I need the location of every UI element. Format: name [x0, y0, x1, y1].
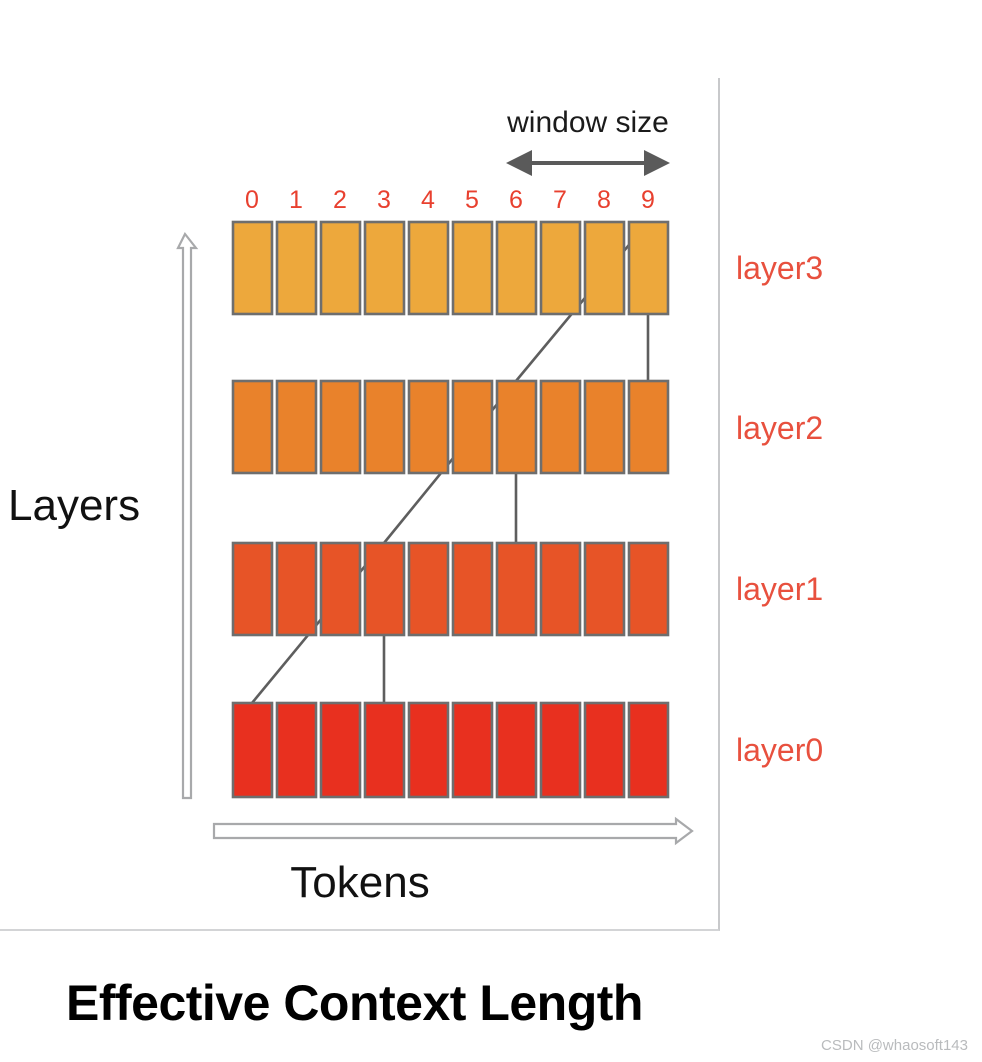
token-index-2: 2	[333, 186, 347, 214]
token-cell-layer0-0	[231, 701, 274, 799]
token-cell-layer2-3	[363, 379, 406, 475]
token-cell-layer2-0	[231, 379, 274, 475]
token-cell-layer2-5	[451, 379, 494, 475]
token-cell-layer1-7	[539, 541, 582, 637]
token-index-8: 8	[597, 186, 611, 214]
token-cell-layer3-4	[407, 220, 450, 316]
token-index-7: 7	[553, 186, 567, 214]
token-cell-layer0-8	[583, 701, 626, 799]
token-cell-layer2-8	[583, 379, 626, 475]
token-cell-layer0-6	[495, 701, 538, 799]
token-cell-layer0-7	[539, 701, 582, 799]
token-cell-layer3-3	[363, 220, 406, 316]
layer-label-layer3: layer3	[736, 250, 824, 286]
layer-row-layer2	[231, 379, 670, 475]
token-cell-layer0-4	[407, 701, 450, 799]
token-index-3: 3	[377, 186, 391, 214]
window-size-arrow-icon	[506, 150, 670, 176]
layer-row-layer1	[231, 541, 670, 637]
window-size-label: window size	[507, 106, 669, 139]
token-cell-layer1-0	[231, 541, 274, 637]
token-cell-layer3-7	[539, 220, 582, 316]
token-cell-layer0-3	[363, 701, 406, 799]
token-cell-layer1-2	[319, 541, 362, 637]
connector-layer1-to-layer2-diagonal	[382, 380, 518, 544]
figure-panel: 0 1 2 3 4 5 6 7 8 9 window size Layers T…	[0, 0, 720, 931]
token-cell-layer3-8	[583, 220, 626, 316]
layers-axis-arrow-icon	[176, 231, 199, 800]
figure-title: Effective Context Length	[66, 975, 643, 1031]
layer-row-layer3	[231, 220, 670, 316]
tokens-axis-arrow-icon	[212, 816, 694, 846]
layer-row-layer0	[231, 701, 670, 799]
tokens-axis-label: Tokens	[290, 858, 430, 907]
sliding-window-attention-diagram	[176, 150, 694, 846]
token-index-9: 9	[641, 186, 655, 214]
token-cell-layer2-9	[627, 379, 670, 475]
layers-axis-label: Layers	[8, 481, 141, 530]
token-index-1: 1	[289, 186, 303, 214]
layer-label-layer0: layer0	[736, 732, 824, 768]
token-cell-layer3-2	[319, 220, 362, 316]
token-cell-layer1-9	[627, 541, 670, 637]
token-cell-layer2-6	[495, 379, 538, 475]
token-cell-layer3-6	[495, 220, 538, 316]
layer-label-layer1: layer1	[736, 571, 824, 607]
token-cell-layer0-1	[275, 701, 318, 799]
token-index-0: 0	[245, 186, 259, 214]
token-cell-layer1-5	[451, 541, 494, 637]
token-cell-layer0-9	[627, 701, 670, 799]
token-cell-layer1-3	[363, 541, 406, 637]
token-cell-layer3-1	[275, 220, 318, 316]
token-index-5: 5	[465, 186, 479, 214]
token-cell-layer1-8	[583, 541, 626, 637]
token-cell-layer2-1	[275, 379, 318, 475]
token-index-4: 4	[421, 186, 435, 214]
token-cell-layer0-2	[319, 701, 362, 799]
token-cell-layer3-5	[451, 220, 494, 316]
token-cell-layer0-5	[451, 701, 494, 799]
token-cell-layer3-9	[627, 220, 670, 316]
token-cell-layer2-7	[539, 379, 582, 475]
token-cell-layer2-2	[319, 379, 362, 475]
token-cell-layer1-4	[407, 541, 450, 637]
token-cell-layer1-1	[275, 541, 318, 637]
connector-layer0-to-layer1-diagonal	[250, 542, 386, 704]
token-cell-layer1-6	[495, 541, 538, 637]
token-index-6: 6	[509, 186, 523, 214]
watermark: CSDN @whaosoft143	[821, 1037, 968, 1054]
token-cell-layer3-0	[231, 220, 274, 316]
token-cell-layer2-4	[407, 379, 450, 475]
layer-label-layer2: layer2	[736, 410, 824, 446]
connector-layer2-to-layer3-diagonal	[514, 221, 650, 382]
